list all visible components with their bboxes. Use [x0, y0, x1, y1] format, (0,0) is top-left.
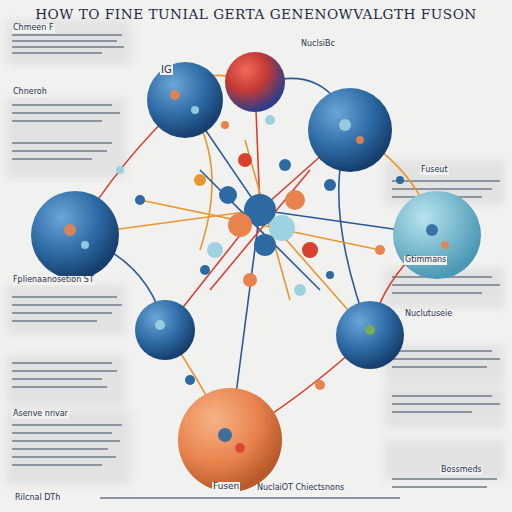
callout-label: NuclsiBc: [300, 40, 336, 49]
title: HOW TO FINE TUNIAL GERTA GENENOWVALGTH F…: [0, 6, 512, 22]
callout-label: Rilcnal DTh: [14, 494, 61, 503]
callout-label: Bossmeds: [440, 466, 483, 475]
callout-label: Nuclutuseie: [404, 310, 453, 319]
callout-label: IG: [160, 64, 173, 75]
callout-label: Fplienaanosetion ST: [12, 276, 95, 285]
callout-label: Asenve nnvar: [12, 410, 69, 419]
callout-label: Chmeen F: [12, 24, 55, 33]
callout-label: Gtimmans: [404, 256, 447, 265]
callout-label: Fuseut: [420, 166, 449, 175]
callout-label: Chneroh: [12, 88, 48, 97]
callout-label: Fusen: [212, 482, 240, 492]
callout-label: NuclaiOT Chiectsnons: [256, 484, 345, 493]
